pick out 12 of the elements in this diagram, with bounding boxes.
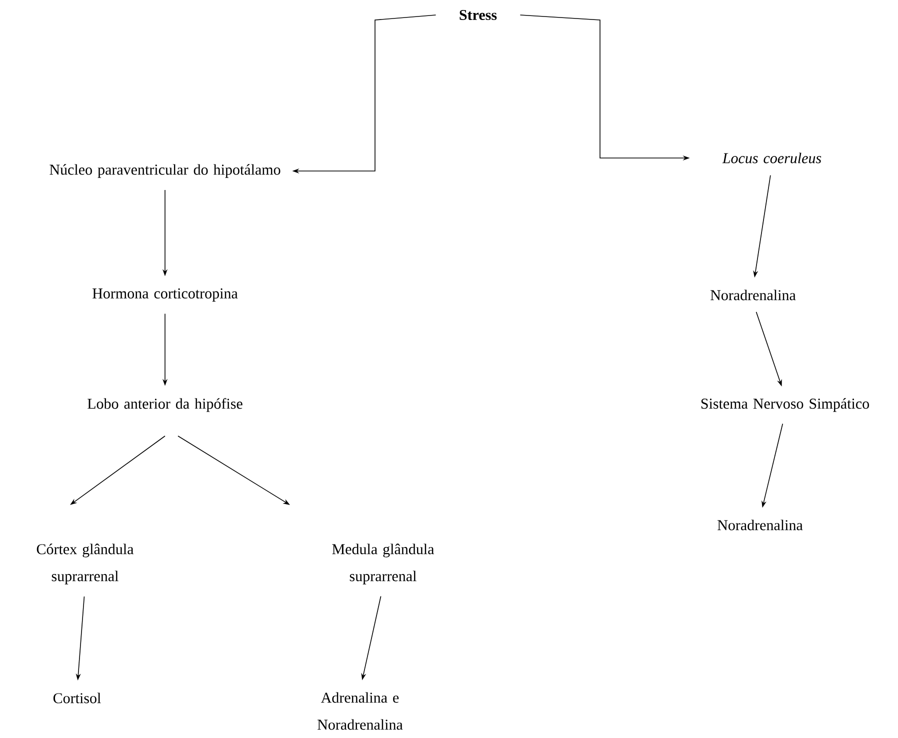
text-label: Noradrenalina [710, 290, 796, 300]
text-label: Cortisol [53, 692, 101, 704]
text-label: Medula glândula suprarrenal [332, 544, 434, 584]
text-label: Stress [460, 10, 497, 20]
text-label: Sistema Nervoso Simpático [701, 398, 870, 412]
text-label: Adrenalina e Noradrenalina [318, 692, 403, 730]
text-label: Hormona corticotropina [92, 288, 238, 302]
text-label: Locus coeruleus [722, 152, 822, 164]
text-label: Noradrenalina [718, 520, 803, 530]
text-label: Núcleo paraventricular do hipotálamo [50, 164, 280, 178]
text-label: Córtex glândula suprarrenal [36, 544, 134, 584]
text-label: Lobo anterior da hipófise [88, 398, 242, 412]
